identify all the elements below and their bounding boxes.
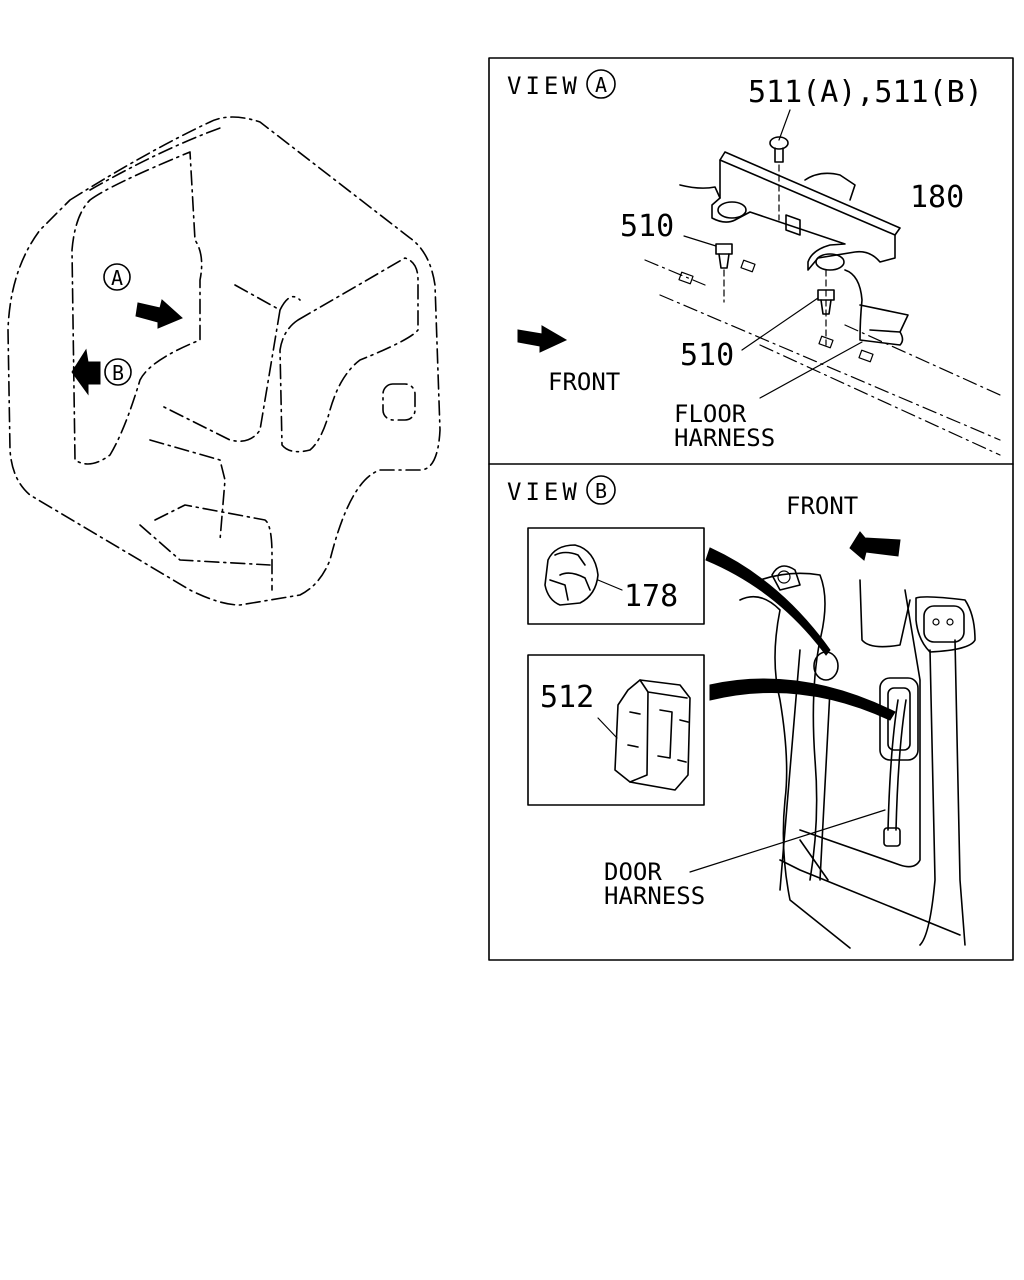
cover-512 [597,679,691,791]
clip-510-upper [683,235,733,303]
view-b-front-label: FRONT [786,492,858,520]
cab-overview: A B [7,116,441,606]
door-harness [689,699,907,873]
marker-b-circle [104,358,132,386]
label-510-lower: 510 [680,338,734,373]
bolt-511 [769,109,791,221]
label-510-upper: 510 [620,209,674,244]
detail-frame [488,57,1014,961]
view-a-marker: A [595,73,607,97]
view-a-panel: VIEW A 511(A),511(B) 180 510 510 FRONT F… [507,69,1001,456]
bracket-180 [679,151,909,346]
door-harness-label-1: DOOR [604,858,662,886]
view-b-title: VIEW [507,478,581,506]
floor-harness-label-1: FLOOR [674,400,747,428]
grommet-pointer [705,547,831,656]
door-frame [739,565,976,949]
marker-a-circle [103,263,131,291]
grommet-inset [527,527,705,625]
floor-panel [644,259,1001,456]
view-a-front-label: FRONT [548,368,620,396]
view-a-title: VIEW [507,72,581,100]
label-178: 178 [624,579,678,614]
cab-marker-b: B [112,361,124,385]
view-b-front-arrow-icon [849,531,901,561]
cab-marker-a: A [111,266,123,290]
clip-510-lower [741,269,835,351]
cover-pointer [709,678,896,721]
label-511: 511(A),511(B) [748,75,983,110]
grommet-178 [544,544,623,606]
view-b-marker-circle [586,475,616,505]
cover-inset [527,654,705,806]
view-b-panel: VIEW B FRONT 178 512 [507,475,976,949]
view-a-front-arrow-icon [517,325,568,353]
label-512: 512 [540,680,594,715]
view-a-marker-circle [586,69,616,99]
floor-harness-label-2: HARNESS [674,424,775,452]
label-180: 180 [910,180,964,215]
view-b-marker: B [595,479,607,503]
door-harness-label-2: HARNESS [604,882,705,910]
